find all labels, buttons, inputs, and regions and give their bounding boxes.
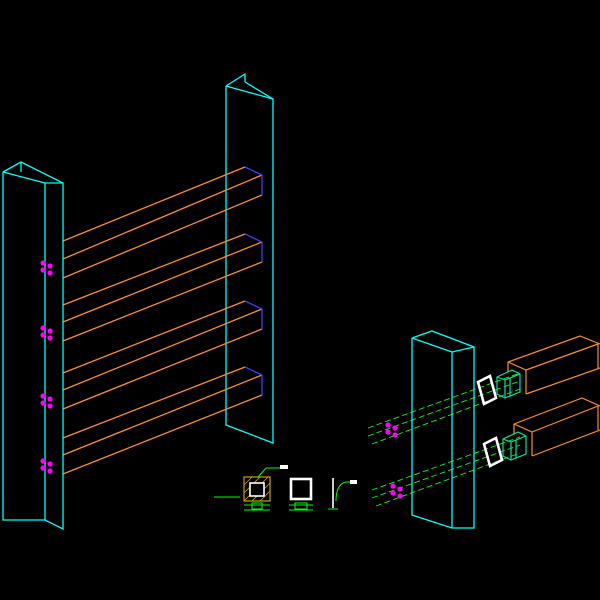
beam-1 (62, 166, 263, 279)
bolt-group-3 (40, 393, 53, 409)
section-detail-1 (214, 465, 288, 511)
beam-4 (62, 366, 263, 475)
connector-plate-lower (482, 436, 504, 468)
bolt-group-4 (40, 458, 53, 474)
bolt-group-right-lower (390, 483, 403, 499)
beam-insert-lower (502, 431, 527, 461)
front-column-left (2, 161, 64, 531)
bolt-group-2 (40, 325, 53, 341)
beam-3 (62, 300, 263, 410)
stub-beam-lower (513, 397, 600, 457)
beam-insert-upper (496, 369, 521, 399)
column-right (411, 330, 475, 529)
beam-2 (62, 233, 263, 342)
back-column-left (225, 72, 274, 444)
stub-beam-upper (507, 335, 600, 395)
section-detail-2 (289, 477, 313, 511)
connector-plate-upper (476, 374, 498, 406)
section-detail-3 (328, 478, 357, 510)
bolt-group-right-upper (385, 422, 398, 438)
bolt-group-1 (40, 260, 53, 276)
